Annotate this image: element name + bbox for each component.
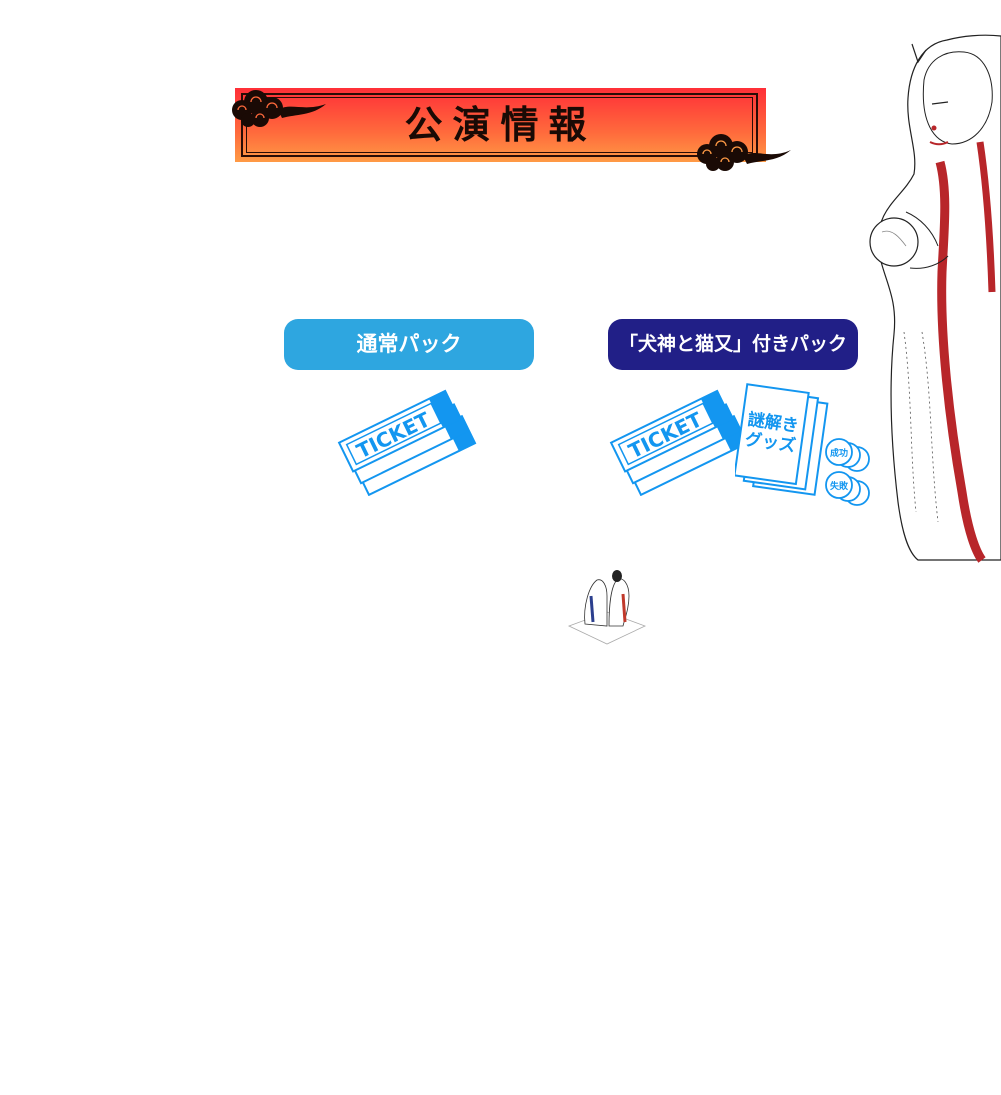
section-title-banner: 公演情報 bbox=[228, 86, 794, 174]
banner-plate bbox=[235, 88, 766, 162]
normal-pack-button[interactable]: 通常パック bbox=[284, 319, 534, 370]
ticket-stack-icon: TICKET bbox=[609, 389, 749, 496]
shrine-maiden-illustration bbox=[869, 34, 1001, 563]
figurine-illustration bbox=[567, 570, 647, 645]
banner-frame bbox=[241, 93, 758, 157]
badge-success: 成功 bbox=[830, 447, 848, 459]
ticket-stack-icon: TICKET bbox=[337, 389, 477, 496]
cloud-ornament-left-icon bbox=[232, 90, 326, 127]
puzzle-goods-icon: 謎解き グッズ 成功 失敗 bbox=[735, 383, 870, 506]
cloud-ornament-right-icon bbox=[697, 134, 791, 171]
badge-fail: 失敗 bbox=[830, 480, 849, 492]
section-title: 公演情報 bbox=[404, 102, 597, 147]
special-pack-button[interactable]: 「犬神と猫又」付きパック bbox=[608, 319, 858, 370]
